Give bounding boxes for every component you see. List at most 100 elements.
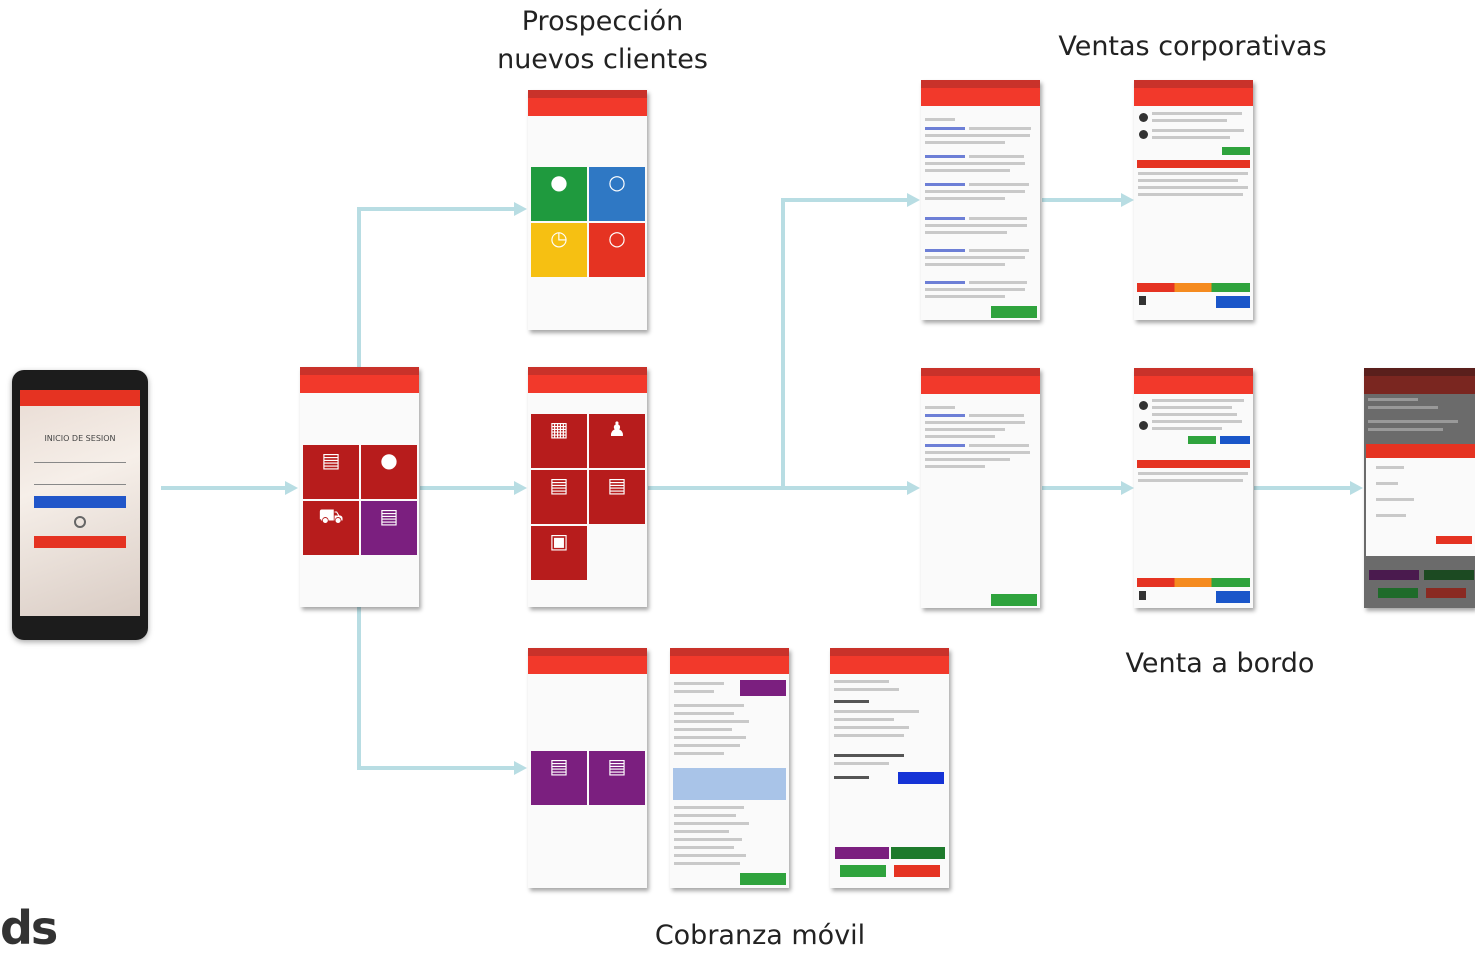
login-button[interactable] (34, 496, 126, 508)
document-icon: ▤ (379, 504, 399, 529)
menu-tile-orders[interactable]: ⛟ (303, 501, 359, 555)
dim-green-button[interactable] (1424, 570, 1474, 580)
payment-appbar (830, 656, 949, 674)
payment-cancel-button[interactable] (894, 865, 940, 877)
connector-corp-list-to-detail (1042, 198, 1122, 202)
sales-menu-screen: ▦ ♟ ▤ ▤ ▣ (528, 367, 647, 607)
connector-main-down (357, 607, 361, 770)
arrow-head (1350, 481, 1363, 495)
payment-dialog-header (1366, 444, 1475, 458)
trash-icon[interactable] (1139, 591, 1146, 600)
trash-icon[interactable] (1139, 296, 1146, 305)
tile-search-client[interactable]: ○ (589, 223, 645, 277)
onboard-list-screen (921, 368, 1040, 608)
totals-bar (1137, 283, 1250, 292)
corporate-list-next-button[interactable] (991, 306, 1037, 318)
connector-main-to-sales (420, 486, 515, 490)
collection-menu-screen: ▤ ▤ (528, 648, 647, 888)
collection-appbar (528, 656, 647, 674)
password-field[interactable] (34, 474, 126, 485)
client-icon (1139, 401, 1148, 410)
save-order-button[interactable] (1216, 296, 1250, 308)
purple-action-button[interactable] (740, 680, 786, 696)
dim-purple-button[interactable] (1369, 570, 1419, 580)
document-check-icon: ▤ (607, 473, 627, 498)
tile-sales-clients[interactable]: ♟ (589, 414, 645, 468)
onboard-totals-bar (1137, 578, 1250, 587)
document-icon: ▤ (321, 448, 341, 473)
menu-tile-sales[interactable]: ▤ (303, 445, 359, 499)
corporate-list-screen (921, 80, 1040, 320)
onboard-list-appbar (921, 376, 1040, 394)
arrow-head (907, 193, 920, 207)
tile-history[interactable]: ◷ (531, 223, 587, 277)
corporate-list-appbar (921, 88, 1040, 106)
tile-collection-a[interactable]: ▤ (531, 751, 587, 805)
menu-tile-clients[interactable]: ● (361, 445, 417, 499)
connector-main-up (357, 207, 361, 367)
add-user-icon: ● (550, 170, 568, 195)
caption-cobranza-movil: Cobranza móvil (654, 920, 866, 951)
login-phone: INICIO DE SESION (12, 370, 148, 640)
document-cancel-icon: ▣ (549, 529, 569, 554)
store-icon (1139, 421, 1148, 430)
payment-accept-button[interactable] (840, 865, 886, 877)
arrow-head (514, 202, 527, 216)
cart-icon: ⛟ (318, 504, 344, 529)
onboard-blue-button[interactable] (1220, 436, 1250, 444)
collection-continue-button[interactable] (740, 873, 786, 885)
onboard-list-next-button[interactable] (991, 594, 1037, 606)
onboard-save-button[interactable] (1216, 591, 1250, 603)
dim-cancel-button[interactable] (1426, 588, 1466, 598)
tile-add-client[interactable]: ● (531, 167, 587, 221)
collection-detail-screen (670, 648, 789, 888)
tile-sales-checked[interactable]: ▤ (589, 470, 645, 524)
login-appbar (20, 390, 140, 406)
onboard-order-appbar (1134, 376, 1253, 394)
exit-button[interactable] (34, 536, 126, 548)
tile-sales-report[interactable]: ▦ (531, 414, 587, 468)
collection-detail-appbar (670, 656, 789, 674)
onboard-table-header (1137, 460, 1250, 468)
fingerprint-icon[interactable] (74, 516, 86, 528)
prospect-appbar (528, 98, 647, 116)
selected-invoice-block[interactable] (673, 768, 786, 800)
people-icon: ♟ (608, 417, 626, 442)
onboard-payment-appbar (1364, 376, 1475, 394)
dim-accept-button[interactable] (1378, 588, 1418, 598)
payment-dialog (1366, 444, 1475, 556)
user-icon: ● (380, 448, 398, 473)
connector-to-corp-list (781, 198, 908, 202)
clock-icon: ◷ (550, 226, 568, 251)
tile-sales-sell[interactable]: ▤ (531, 470, 587, 524)
user-field[interactable] (34, 452, 126, 463)
corporate-order-screen (1134, 80, 1253, 320)
connector-to-collection (357, 766, 515, 770)
connector-login-to-main (161, 486, 286, 490)
client-icon (1139, 113, 1148, 122)
payment-method-button[interactable] (898, 772, 944, 784)
purple-option-button[interactable] (835, 847, 889, 859)
connector-board-list-to-detail (1042, 486, 1122, 490)
document-icon: ▤ (549, 754, 569, 779)
connector-board-detail-to-payment (1254, 486, 1351, 490)
dialog-accept-button[interactable] (1436, 536, 1472, 544)
store-icon (1139, 130, 1148, 139)
connector-split-up (781, 198, 785, 490)
green-option-button[interactable] (891, 847, 945, 859)
caption-venta-a-bordo: Venta a bordo (1125, 648, 1315, 679)
company-logo: ds (0, 901, 58, 955)
arrow-head (1121, 481, 1134, 495)
products-table-header (1137, 160, 1250, 168)
prospect-menu-screen: ● ○ ◷ ○ (528, 90, 647, 330)
magnify-user-icon: ○ (608, 226, 626, 251)
arrow-head (1121, 193, 1134, 207)
tile-collection-b[interactable]: ▤ (589, 751, 645, 805)
menu-tile-collection[interactable]: ▤ (361, 501, 417, 555)
document-icon: ▤ (549, 473, 569, 498)
add-product-button[interactable] (1222, 147, 1250, 155)
tile-sales-cancel[interactable]: ▣ (531, 526, 587, 580)
caption-ventas-corporativas: Ventas corporativas (1058, 31, 1327, 62)
tile-client-info[interactable]: ○ (589, 167, 645, 221)
onboard-add-button[interactable] (1188, 436, 1216, 444)
